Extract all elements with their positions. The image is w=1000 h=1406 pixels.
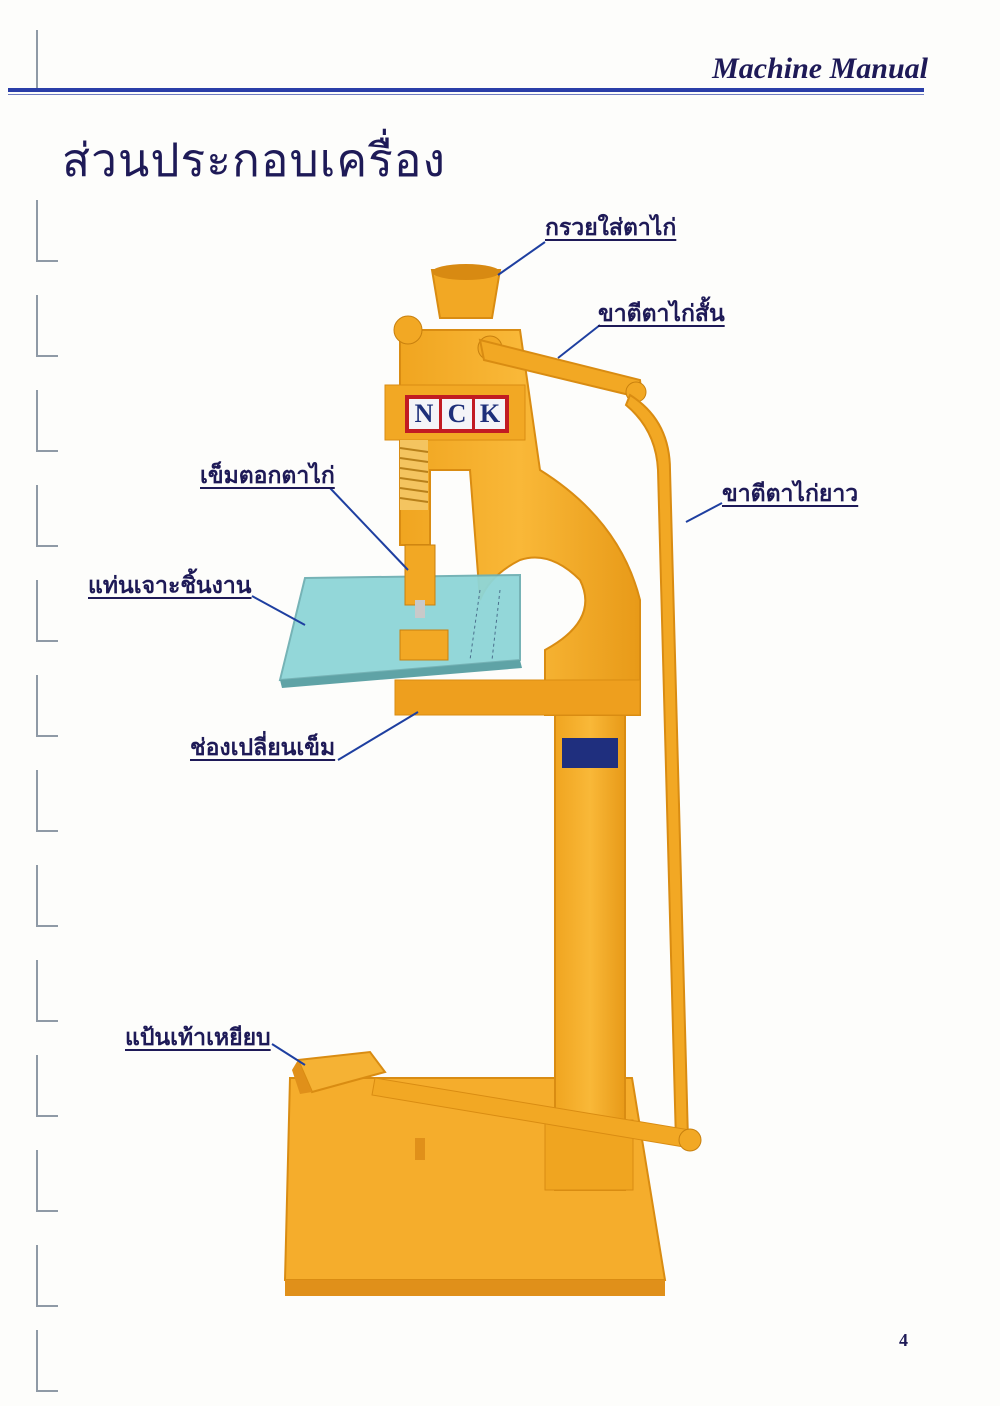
punch-needle xyxy=(399,544,449,661)
brand-letter: N xyxy=(409,399,439,429)
header-title: Machine Manual xyxy=(712,52,928,85)
page-heading: ส่วนประกอบเครื่อง xyxy=(62,133,446,187)
binder-mark xyxy=(36,295,58,357)
hopper xyxy=(393,264,503,361)
binder-mark xyxy=(36,1055,58,1117)
foot-pedal xyxy=(292,1050,387,1094)
callout-foot-pedal: แป้นเท้าเหยียบ xyxy=(125,1025,271,1051)
callout-long-lever: ขาตีตาไก่ยาว xyxy=(722,481,859,507)
binder-mark xyxy=(36,1330,58,1392)
header-rule xyxy=(8,88,924,92)
work-table xyxy=(278,573,522,688)
page-number: 4 xyxy=(899,1330,908,1350)
callout-short-lever: ขาตีตาไก่สั้น xyxy=(598,301,725,327)
binder-mark xyxy=(36,865,58,927)
callout-leaders xyxy=(251,241,723,1066)
binder-mark xyxy=(36,770,58,832)
callout-needle-slot: ช่องเปลี่ยนเข็ม xyxy=(190,735,336,761)
brand-logo-nck: N C K xyxy=(405,395,509,433)
header-rule-thin xyxy=(8,94,924,95)
binder-mark xyxy=(36,200,58,262)
binder-mark xyxy=(36,1150,58,1212)
spring xyxy=(399,440,429,510)
callout-needle: เข็มตอกตาไก่ xyxy=(200,463,335,489)
base-bolt xyxy=(415,1138,425,1160)
binder-mark xyxy=(36,580,58,642)
binder-mark xyxy=(36,485,58,547)
brand-letter: C xyxy=(442,399,472,429)
binder-mark xyxy=(36,1245,58,1307)
brand-letter: K xyxy=(475,399,505,429)
callout-work-table: แท่นเจาะชิ้นงาน xyxy=(88,573,252,599)
binder-mark xyxy=(36,390,58,452)
binder-mark xyxy=(36,675,58,737)
long-lever xyxy=(624,393,690,1144)
callout-hopper: กรวยใส่ตาไก่ xyxy=(545,215,677,241)
binder-mark xyxy=(36,960,58,1022)
